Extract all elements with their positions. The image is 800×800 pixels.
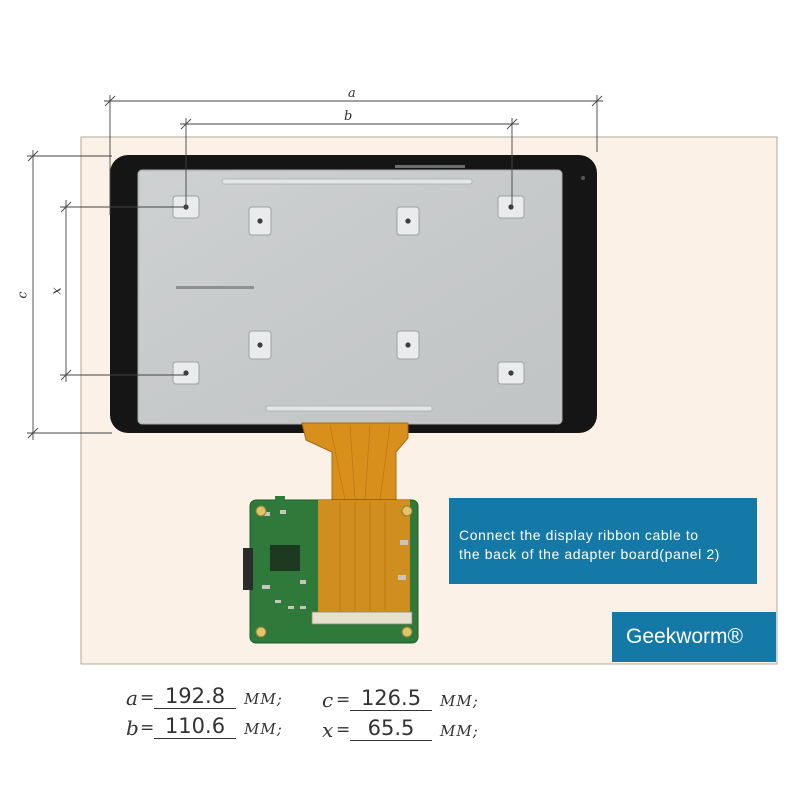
serial-strip xyxy=(395,165,465,168)
bottom-ridge xyxy=(265,405,433,412)
screw xyxy=(508,370,514,376)
screw xyxy=(405,342,411,348)
fpc-connector xyxy=(311,611,413,625)
pcb-components xyxy=(262,510,408,609)
screw xyxy=(508,204,514,210)
ribbon-traces-board xyxy=(339,502,386,610)
screw xyxy=(183,370,189,376)
dimension-label-a: a xyxy=(348,86,356,101)
screw xyxy=(405,218,411,224)
board-hole xyxy=(255,505,267,517)
board-tab xyxy=(275,496,285,502)
bezel-dot xyxy=(581,176,585,180)
instruction-callout: Connect the display ribbon cable to the … xyxy=(449,498,757,584)
dimension-lines xyxy=(27,95,603,440)
label-strip xyxy=(176,286,254,289)
screw xyxy=(257,218,263,224)
screw xyxy=(257,342,263,348)
dimension-label-x: x xyxy=(49,287,65,295)
pcb-holes xyxy=(255,505,413,638)
dimension-label-c: c xyxy=(15,291,31,299)
side-connector xyxy=(243,548,253,590)
back-plate-shade xyxy=(140,172,560,422)
dimension-label-b: b xyxy=(344,109,353,124)
board-hole xyxy=(401,505,413,517)
ribbon-over-board xyxy=(318,500,410,612)
top-ridge xyxy=(221,178,473,185)
board-hole xyxy=(401,626,413,638)
mounting-screws xyxy=(183,204,514,376)
callout-line-1: Connect the display ribbon cable to xyxy=(459,527,699,543)
callout-line-2: the back of the adapter board(panel 2) xyxy=(459,546,720,562)
brand-logo: Geekworm® xyxy=(612,612,776,662)
ic-chip xyxy=(270,545,300,571)
board-hole xyxy=(255,626,267,638)
